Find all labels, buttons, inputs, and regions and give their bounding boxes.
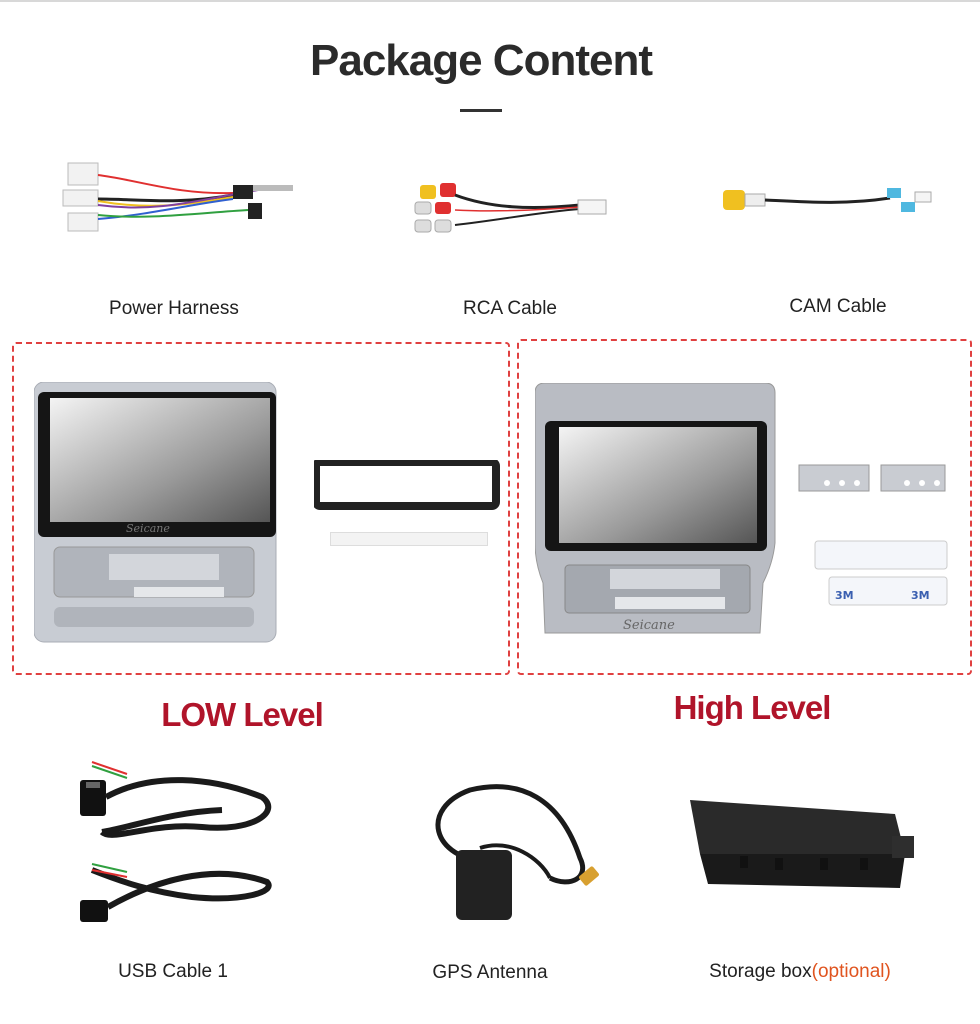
usb-cable-label: USB Cable 1 bbox=[118, 961, 228, 982]
gps-antenna-label: GPS Antenna bbox=[432, 962, 548, 983]
rca-cable-label: RCA Cable bbox=[463, 298, 557, 319]
low-level-head-unit-image: Seicane bbox=[34, 382, 277, 643]
power-harness-image bbox=[62, 162, 293, 232]
foam-strip-image bbox=[330, 532, 488, 546]
frame-gasket-image bbox=[314, 460, 500, 510]
low-level-label: LOW Level bbox=[161, 696, 324, 733]
tape-brand-text: 3M bbox=[835, 589, 854, 602]
high-level-panel: Seicane 3M 3M bbox=[517, 339, 972, 675]
high-level-head-unit-image: Seicane bbox=[535, 383, 776, 634]
mounting-brackets-image bbox=[798, 464, 946, 492]
cam-cable-image bbox=[723, 188, 932, 212]
low-level-panel: Seicane bbox=[12, 342, 510, 675]
brand-logo: Seicane bbox=[623, 618, 675, 633]
high-level-label: High Level bbox=[673, 689, 832, 726]
cam-cable-label: CAM Cable bbox=[789, 296, 887, 317]
storage-box-image bbox=[690, 800, 914, 888]
tape-brand-text: 3M bbox=[911, 589, 930, 602]
brand-logo: Seicane bbox=[126, 522, 170, 535]
storage-box-label: Storage box(optional) bbox=[680, 961, 920, 983]
power-harness-label: Power Harness bbox=[109, 298, 239, 319]
optional-note: (optional) bbox=[811, 961, 891, 982]
storage-box-name: Storage box bbox=[709, 961, 812, 982]
usb-cable-image bbox=[80, 761, 272, 922]
top-divider bbox=[0, 0, 980, 2]
gps-antenna-image bbox=[435, 784, 599, 920]
page-title: Package Content bbox=[310, 36, 653, 85]
rca-cable-image bbox=[414, 183, 607, 233]
3m-tape-image: 3M 3M bbox=[814, 540, 948, 606]
title-underline bbox=[460, 109, 502, 112]
